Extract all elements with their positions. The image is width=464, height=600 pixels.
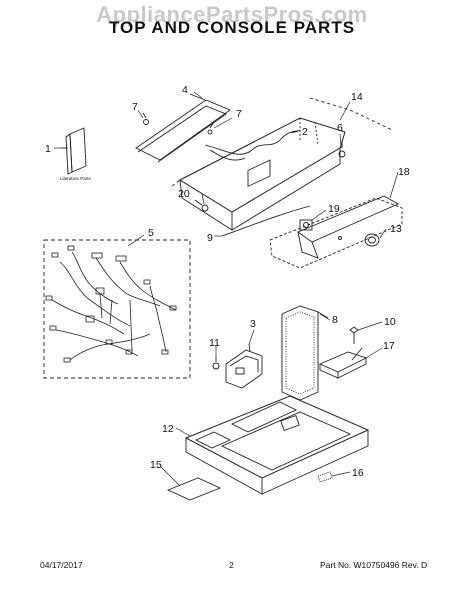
leader-lines — [54, 91, 399, 487]
callout-5: 5 — [148, 227, 154, 239]
footer-date: 04/17/2017 — [40, 560, 83, 570]
callout-2: 2 — [302, 126, 308, 138]
control-board — [225, 343, 263, 389]
callout-labels: 1 2 3 4 5 6 7 7 8 9 10 11 12 13 14 15 16… — [45, 84, 410, 479]
callout-9: 9 — [207, 232, 213, 244]
callout-6: 6 — [337, 122, 343, 134]
footer-part-number: Part No. W10750496 Rev. D — [320, 560, 428, 570]
console-housing — [171, 97, 393, 231]
callout-7a: 7 — [132, 101, 138, 113]
callout-19: 18 — [398, 166, 410, 178]
callout-14: 13 — [390, 223, 402, 235]
literature-booklet — [61, 127, 87, 175]
console-wire — [204, 129, 301, 161]
screw-11 — [212, 356, 220, 370]
watermark: AppliancePartsPros.com — [96, 2, 368, 27]
callout-16: 15 — [150, 459, 162, 471]
callout-13: 20 — [178, 188, 190, 200]
plug-17 — [317, 471, 333, 483]
control-panel — [269, 195, 403, 269]
literature-label: Literature Parts — [60, 176, 92, 181]
top-cover — [184, 395, 370, 495]
callout-10: 10 — [384, 316, 396, 328]
callout-20: 19 — [328, 203, 340, 215]
screw-6 — [338, 140, 346, 158]
lint-housing — [318, 347, 368, 379]
callout-18: 17 — [383, 340, 395, 352]
callout-1: 1 — [45, 143, 51, 155]
callout-12: 12 — [162, 423, 174, 435]
page-title: TOP AND CONSOLE PARTS — [108, 18, 356, 37]
screw-13 — [194, 199, 209, 212]
screw-10 — [349, 326, 359, 344]
callout-15: 14 — [351, 91, 363, 103]
ground-wire-9 — [221, 205, 311, 237]
top-pad — [166, 477, 222, 501]
lint-filter — [281, 305, 329, 401]
callout-7b: 7 — [236, 108, 242, 120]
wire-harness — [45, 245, 177, 363]
callout-8: 8 — [332, 314, 338, 326]
console-trim — [135, 93, 231, 163]
callout-4: 4 — [182, 84, 188, 96]
wire-harness-frame — [43, 239, 191, 379]
callout-11: 11 — [209, 337, 220, 349]
callout-3: 3 — [250, 318, 256, 330]
callout-17: 16 — [352, 467, 364, 479]
footer-page-number: 2 — [229, 560, 234, 570]
